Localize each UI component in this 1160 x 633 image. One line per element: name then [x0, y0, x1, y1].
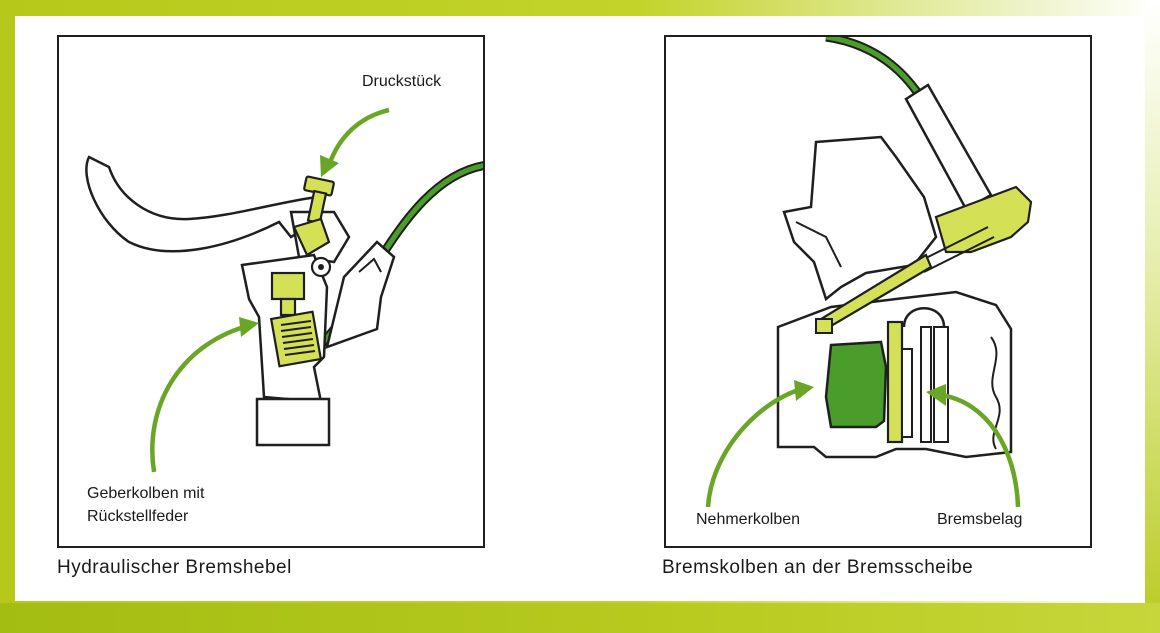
arrow-brake-pad [940, 392, 1021, 508]
frame-right-edge [1145, 0, 1160, 633]
banjo-fitting [934, 185, 1033, 254]
label-brake-pad: Bremsbelag [937, 511, 1023, 528]
brake-lever-panel: Druckstück Geberkolben mit Rückstellfede… [57, 35, 485, 548]
return-spring [280, 320, 316, 356]
label-push-rod: Druckstück [362, 73, 442, 90]
push-rod-linkage [292, 217, 331, 257]
channel-outlet [815, 318, 833, 334]
arrow-push-rod-head [320, 155, 339, 177]
caliper-body-detail [795, 221, 842, 268]
pivot-pin-center [318, 264, 324, 270]
caption-brake-lever: Hydraulischer Bremshebel [57, 557, 292, 578]
arrow-brake-pad-head [926, 384, 946, 406]
caption-brake-caliper: Bremskolben an der Bremsscheibe [662, 557, 974, 578]
pad-backing-plate [886, 320, 904, 444]
master-piston-stem [279, 297, 297, 317]
banjo-bolt-lines [917, 226, 995, 273]
arrow-master-piston [150, 324, 245, 473]
master-piston-top [270, 271, 306, 301]
arrow-slave-piston-head [794, 380, 814, 401]
brake-caliper-drawing [705, 37, 1033, 508]
label-slave-piston: Nehmerkolben [696, 511, 801, 528]
brake-caliper-panel: Nehmerkolben Bremsbelag [664, 35, 1092, 548]
brake-pad [901, 348, 913, 438]
pad-retainer [902, 307, 946, 328]
hose-guard [904, 83, 993, 211]
clamp-detail [358, 257, 382, 273]
handlebar-clamp [255, 397, 331, 447]
caliper-upper-body [782, 135, 938, 302]
opposite-pad [933, 326, 949, 443]
lever-clamp [325, 240, 396, 349]
brake-disc [920, 326, 932, 443]
frame-bottom-bar [0, 603, 1160, 633]
brake-lever-drawing [85, 107, 483, 473]
arrow-master-piston-head [239, 317, 259, 337]
arrow-push-rod [326, 107, 390, 166]
spring-chamber [269, 310, 323, 368]
lever-blade [85, 155, 320, 253]
caliper-right-edge [990, 336, 1001, 450]
arrow-slave-piston [705, 387, 799, 508]
slave-piston [824, 340, 888, 429]
label-master-piston-line1: Geberkolben mit [87, 485, 205, 502]
label-master-piston-line2: Rückstellfeder [87, 508, 189, 525]
